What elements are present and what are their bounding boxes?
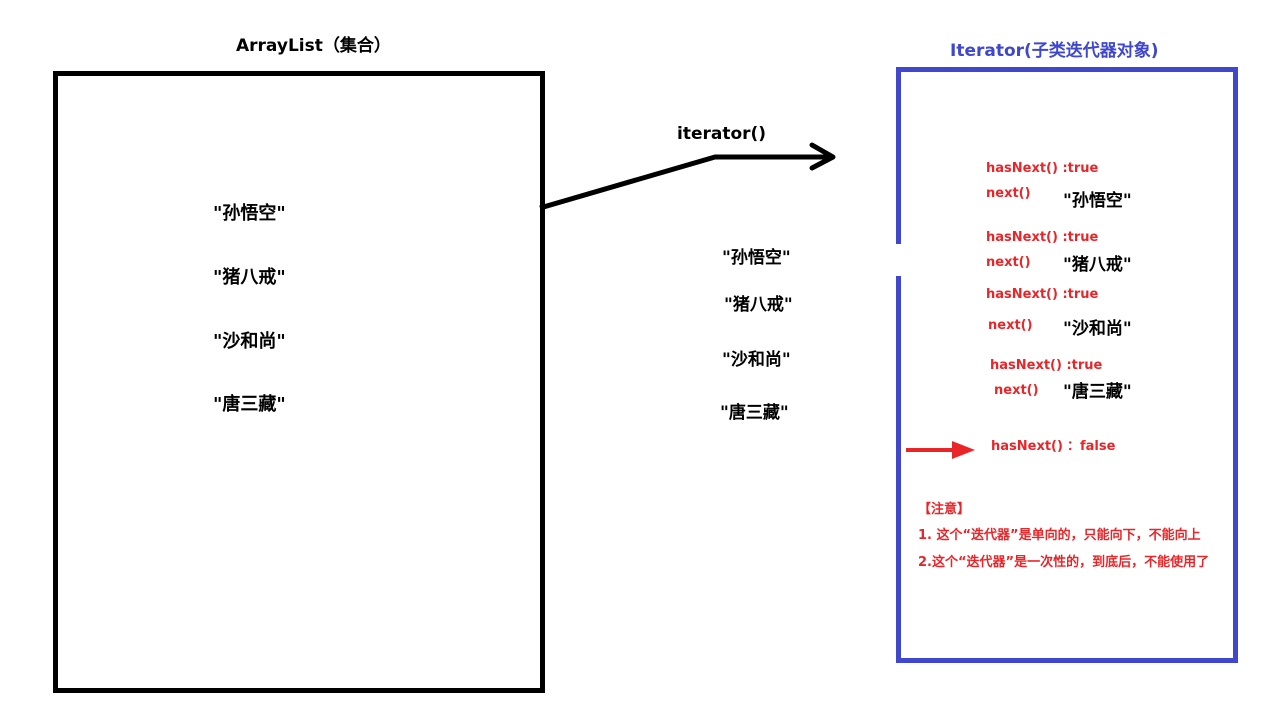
collection-item: "唐三藏" bbox=[213, 394, 286, 415]
iterator-method-label: iterator() bbox=[677, 124, 767, 144]
next-call-label: next() bbox=[988, 318, 1033, 333]
collection-item: "沙和尚" bbox=[213, 331, 286, 352]
has-next-label: hasNext() :true bbox=[990, 358, 1103, 373]
next-value: "猪八戒" bbox=[1063, 255, 1132, 275]
final-has-next-label: hasNext() bbox=[991, 439, 1063, 454]
middle-item: "沙和尚" bbox=[722, 350, 791, 370]
next-call-label: next() bbox=[994, 383, 1039, 398]
note-line: 2.这个“迭代器”是一次性的，到底后，不能使用了 bbox=[918, 555, 1210, 570]
middle-item: "猪八戒" bbox=[724, 295, 793, 315]
next-value: "沙和尚" bbox=[1063, 319, 1132, 339]
iterator-title: Iterator(子类迭代器对象) bbox=[950, 41, 1159, 61]
next-call-label: next() bbox=[986, 186, 1031, 201]
next-value: "孙悟空" bbox=[1063, 191, 1132, 211]
note-heading: 【注意】 bbox=[918, 502, 971, 517]
note-line: 1. 这个“迭代器”是单向的，只能向下，不能向上 bbox=[918, 528, 1201, 543]
has-next-label: hasNext() :true bbox=[986, 287, 1099, 302]
middle-item: "唐三藏" bbox=[720, 403, 789, 423]
iterator-box bbox=[896, 67, 1238, 663]
collection-title: ArrayList（集合） bbox=[236, 36, 391, 56]
collection-item: "孙悟空" bbox=[213, 203, 286, 224]
middle-item: "孙悟空" bbox=[722, 248, 791, 268]
has-next-label: hasNext() :true bbox=[986, 230, 1099, 245]
next-call-label: next() bbox=[986, 255, 1031, 270]
box-border-gap bbox=[894, 244, 903, 276]
iterator-call-arrow bbox=[539, 142, 836, 211]
collection-box bbox=[53, 71, 545, 693]
end-pointer-arrow bbox=[906, 441, 975, 459]
has-next-label: hasNext() :true bbox=[986, 161, 1099, 176]
collection-item: "猪八戒" bbox=[213, 267, 286, 288]
next-value: "唐三藏" bbox=[1063, 382, 1132, 402]
final-has-next-result: ：false bbox=[1067, 439, 1116, 454]
